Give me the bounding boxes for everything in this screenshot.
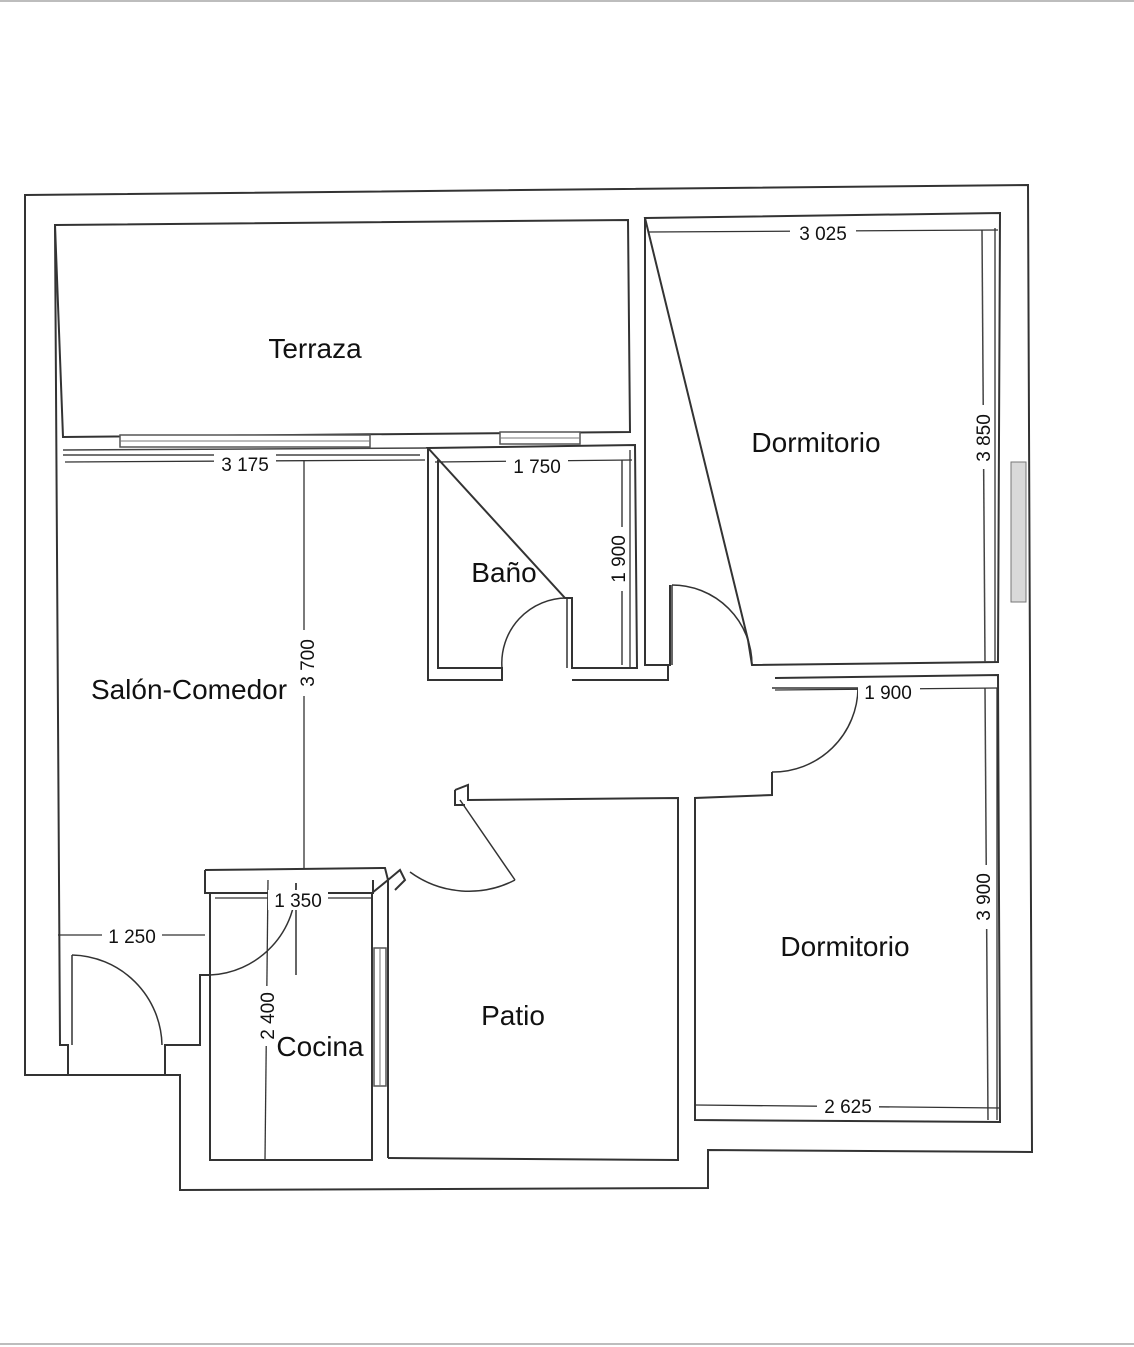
terraza-room	[53, 218, 632, 439]
dim-hall-width: 1 900	[864, 683, 912, 704]
exterior-wall-outer	[24, 183, 1034, 1192]
hall-patio-wall	[387, 783, 679, 1162]
dim-dorm-bottom-height: 3 900	[974, 873, 995, 921]
room-label-cocina: Cocina	[276, 1031, 364, 1062]
bano-wall-left	[427, 448, 503, 681]
dim-cocina-height: 2 400	[258, 992, 279, 1040]
patio-door	[409, 871, 516, 892]
dim-entry-width: 1 250	[108, 927, 156, 948]
dim-bano-height: 1 900	[609, 535, 630, 583]
terraza-lower-wall	[62, 447, 431, 451]
bano-door	[501, 597, 568, 669]
exterior-wall-inner-left	[54, 224, 69, 1075]
dormitorio-top-window	[1010, 461, 1027, 603]
dim-salon-width: 3 175	[221, 455, 269, 476]
dormitorio-bottom-door	[771, 687, 859, 773]
hall-patio-wall-b	[454, 790, 465, 806]
dim-dorm-top-width: 3 025	[799, 224, 847, 245]
room-label-salon: Salón-Comedor	[91, 674, 287, 705]
salon-kitchen-wall	[204, 866, 407, 891]
room-label-patio: Patio	[481, 1000, 545, 1031]
dormitorio-top-wall-left	[644, 218, 671, 666]
cocina-room	[209, 893, 373, 1161]
room-label-terraza: Terraza	[268, 333, 362, 364]
room-label-dormitorio-top: Dormitorio	[751, 427, 880, 458]
dim-salon-height: 3 700	[298, 639, 319, 687]
dormitorio-top-door	[671, 584, 753, 666]
room-label-bano: Baño	[471, 557, 536, 588]
dim-bano-width: 1 750	[513, 457, 561, 478]
entry-door	[71, 954, 163, 1046]
patio-door-leaf	[459, 799, 516, 881]
dim-dorm-bottom-width: 2 625	[824, 1097, 872, 1118]
dim-dorm-top-height: 3 850	[974, 414, 995, 462]
salon-kitchen-wall-lower	[204, 870, 374, 894]
dim-cocina-width: 1 350	[274, 891, 322, 912]
hall-dorm-wall	[694, 673, 1002, 1124]
cocina-right-wall	[371, 877, 389, 1158]
entry-wall	[164, 974, 210, 1075]
bano-bottom-wall	[572, 665, 669, 681]
room-label-dormitorio-bottom: Dormitorio	[780, 931, 909, 962]
dormitorio-top-room	[643, 211, 1002, 667]
